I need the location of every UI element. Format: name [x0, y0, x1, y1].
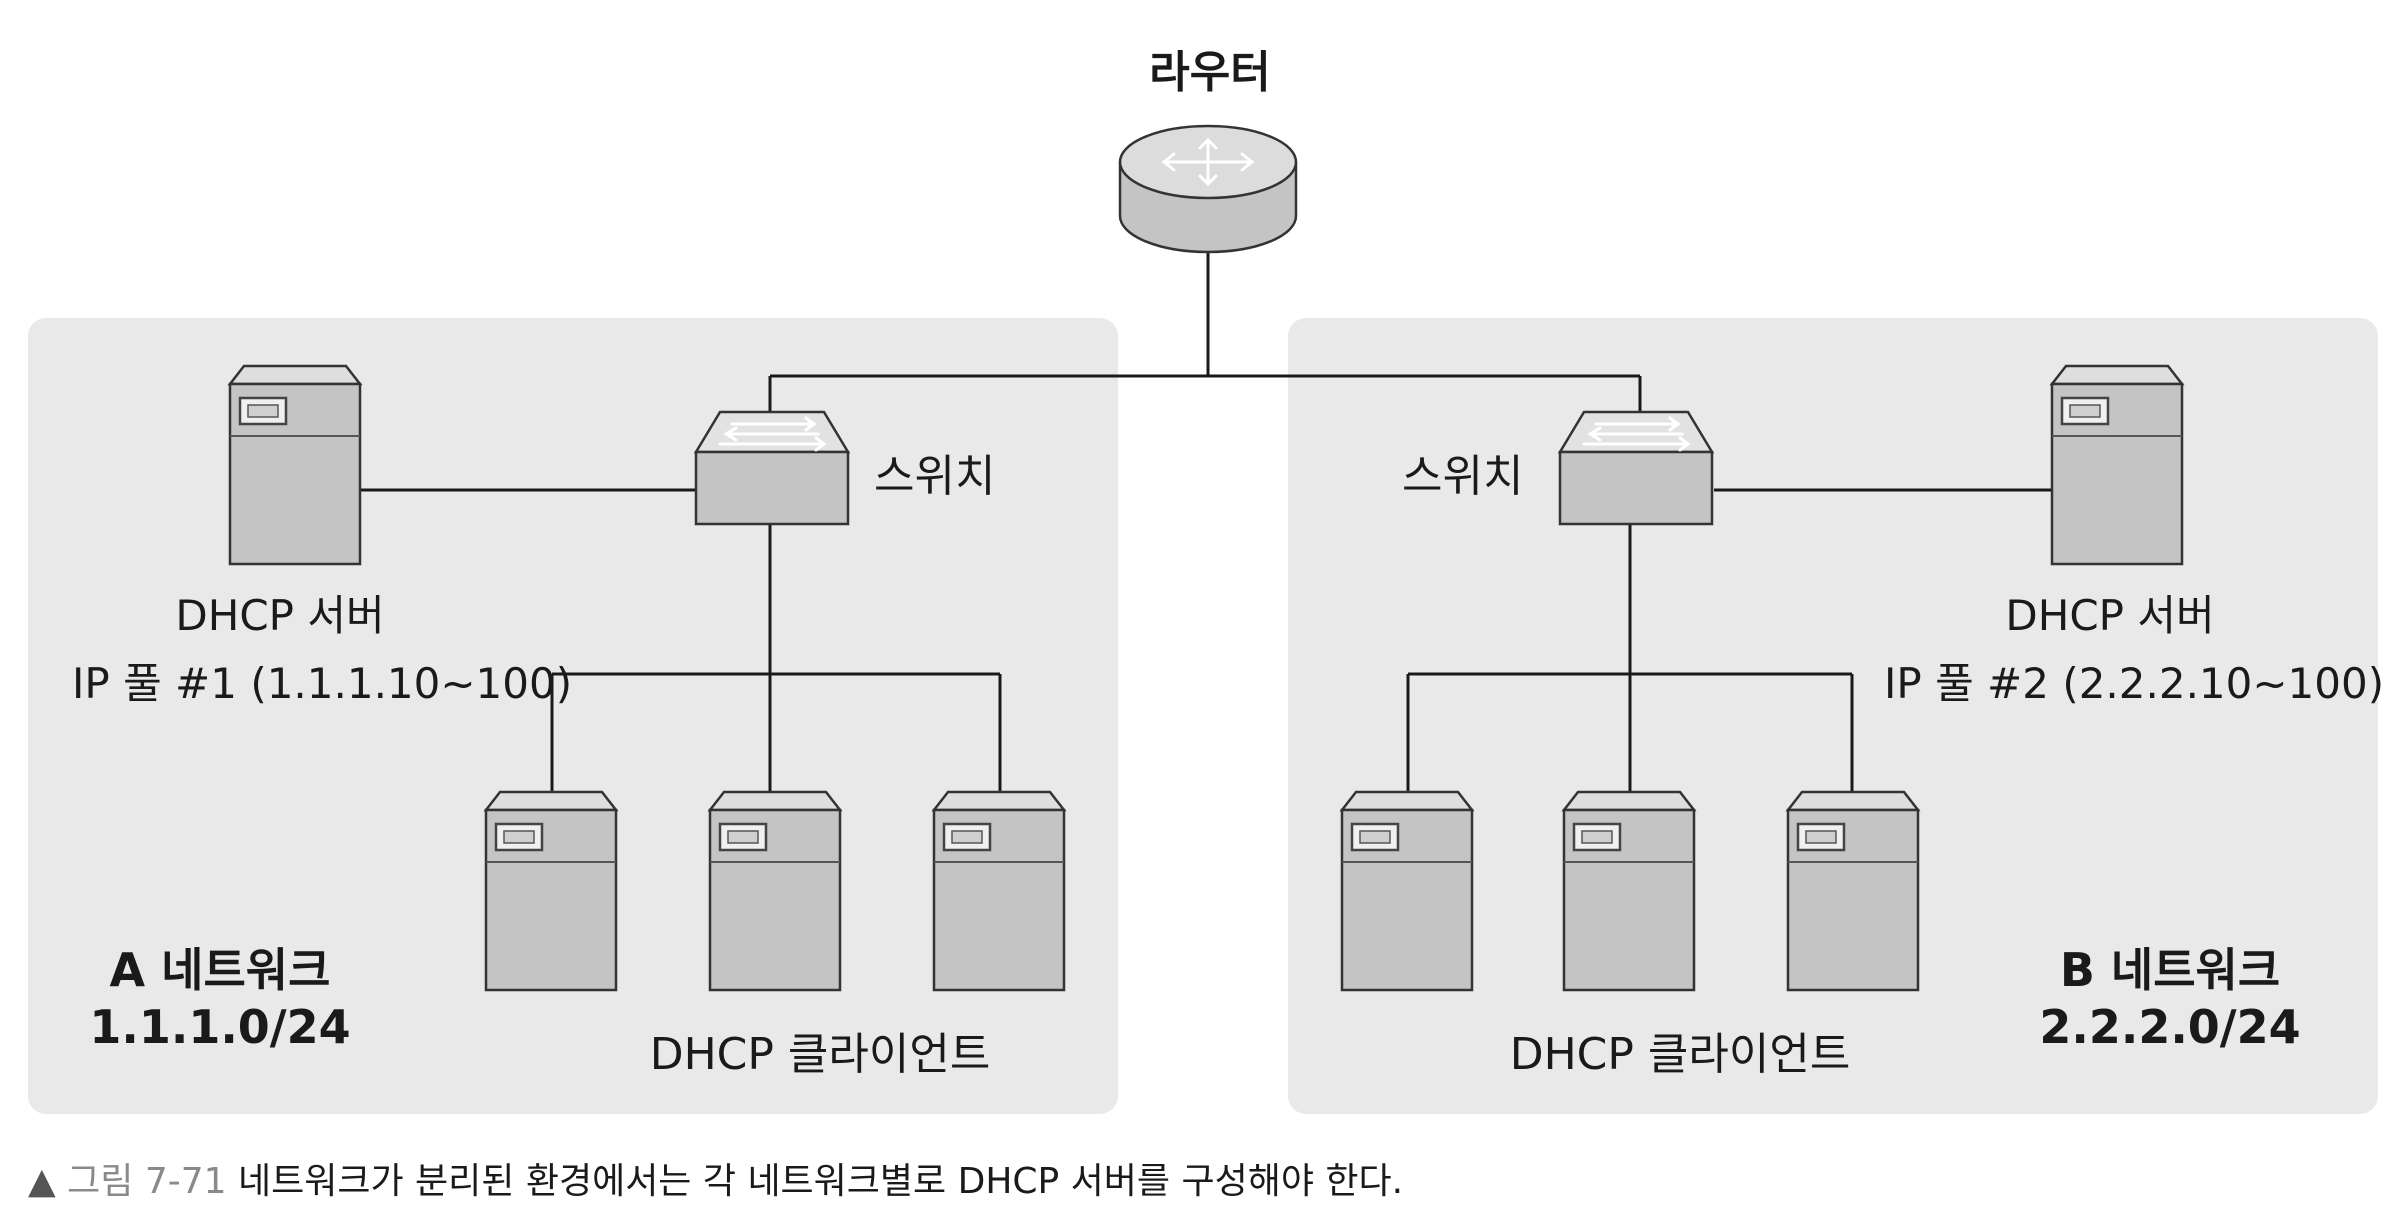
client-a2-icon [708, 790, 842, 992]
network-a-subnet: 1.1.1.0/24 [89, 1000, 351, 1054]
router-icon [1118, 124, 1298, 254]
dhcp-server-b-label: DHCP 서버 [2005, 591, 2215, 640]
switch-b-label: 스위치 [1402, 451, 1524, 502]
dhcp-server-a-icon [228, 364, 362, 566]
client-b3-icon [1786, 790, 1920, 992]
client-a1-icon [484, 790, 618, 992]
client-b2-icon [1562, 790, 1696, 992]
caption-text: 네트워크가 분리된 환경에서는 각 네트워크별로 DHCP 서버를 구성해야 한… [237, 1161, 1404, 1202]
router-label: 라우터 [1149, 47, 1271, 98]
network-a-name: A 네트워크 [109, 943, 331, 997]
caption-figure-number: 그림 7-71 [67, 1161, 227, 1202]
caption-triangle-icon: ▲ [28, 1161, 56, 1202]
ip-pool-b-label: IP 풀 #2 (2.2.2.10~100) [1884, 659, 2385, 708]
dhcp-clients-a-label: DHCP 클라이언트 [649, 1029, 991, 1080]
dhcp-server-a-label: DHCP 서버 [175, 591, 385, 640]
dhcp-clients-b-label: DHCP 클라이언트 [1509, 1029, 1851, 1080]
ip-pool-a-label: IP 풀 #1 (1.1.1.10~100) [72, 659, 573, 708]
switch-a-label: 스위치 [874, 451, 996, 502]
connection-lines [360, 232, 2052, 796]
switch-a-icon [694, 410, 850, 526]
dhcp-server-b-icon [2050, 364, 2184, 566]
network-b-subnet: 2.2.2.0/24 [2039, 1000, 2301, 1054]
switch-b-icon [1558, 410, 1714, 526]
client-b1-icon [1340, 790, 1474, 992]
client-a3-icon [932, 790, 1066, 992]
network-b-name: B 네트워크 [2059, 943, 2281, 997]
figure-caption: ▲ 그림 7-71 네트워크가 분리된 환경에서는 각 네트워크별로 DHCP … [28, 1152, 1403, 1204]
